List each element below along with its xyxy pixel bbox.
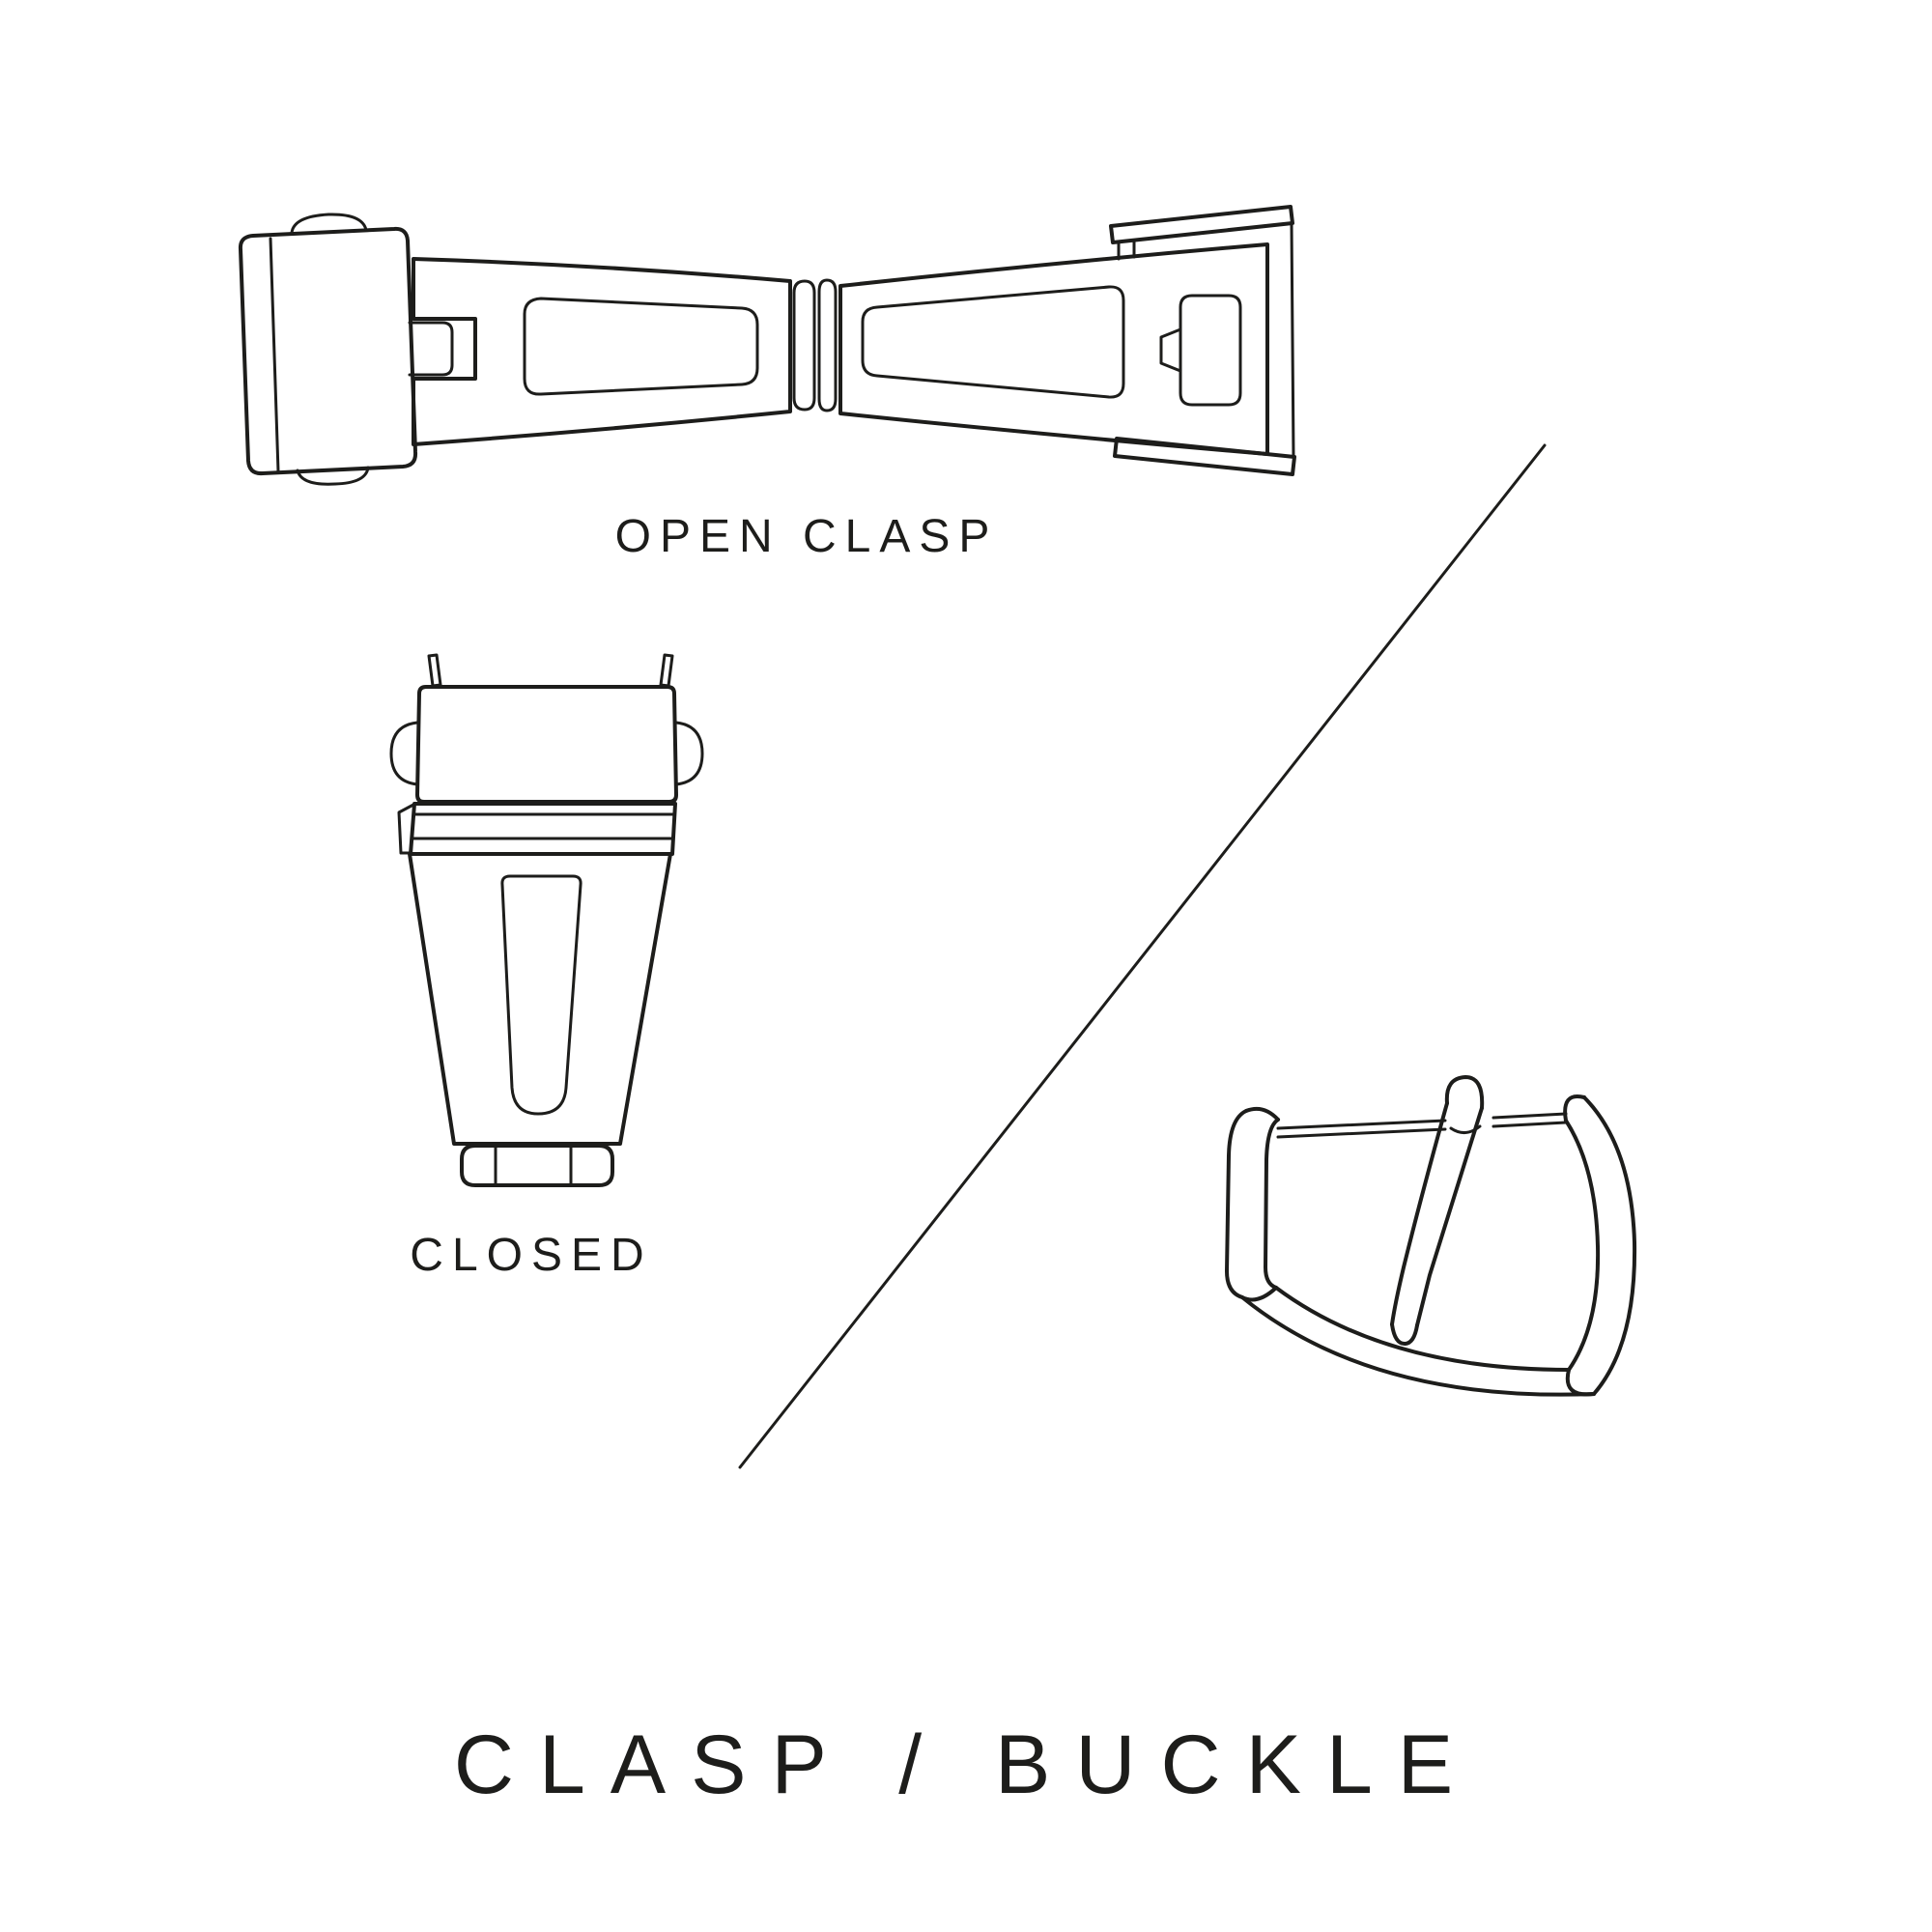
closed-clasp-label: CLOSED [410,1230,653,1281]
closed-clasp-illustration [389,653,704,1187]
tang-buckle-illustration [1225,1075,1637,1397]
diagonal-divider-line [738,443,1547,1469]
open-clasp-label: OPEN CLASP [614,511,999,562]
page-title: CLASP / BUCKLE [453,1719,1479,1811]
open-clasp-illustration [238,205,1296,486]
